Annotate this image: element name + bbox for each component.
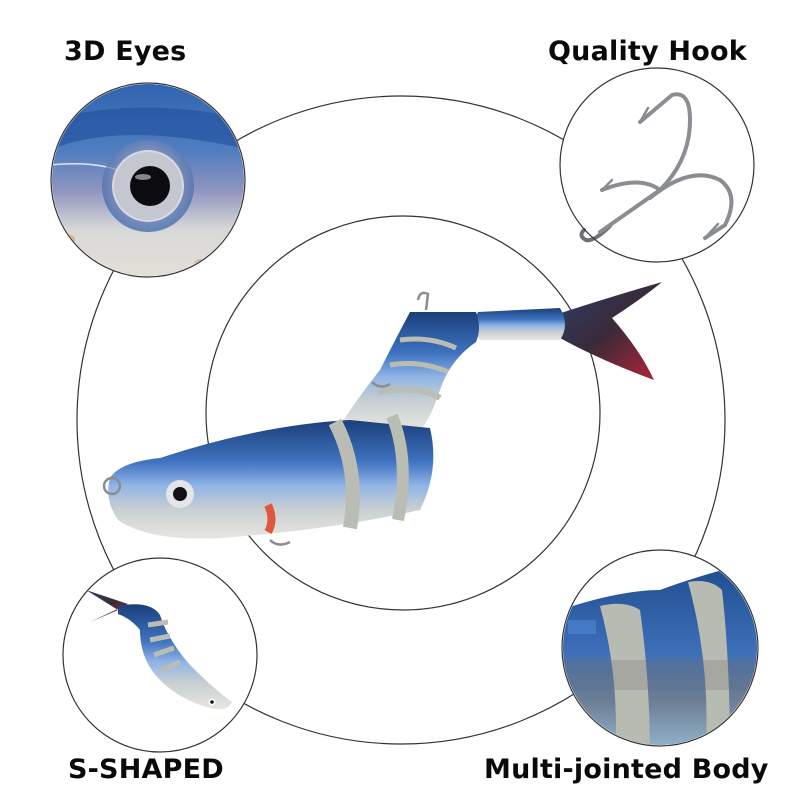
feature-label-eyes: 3D Eyes (64, 36, 187, 67)
jointed-body-closeup-image (563, 551, 757, 745)
inner-ring (205, 215, 601, 611)
feature-label-body: Multi-jointed Body (484, 754, 769, 785)
treble-hook-icon (579, 92, 734, 243)
s-shaped-lure-image (86, 590, 232, 710)
feature-label-shape: S-SHAPED (68, 754, 224, 785)
main-lure-image (102, 282, 662, 546)
eye-circle-border (50, 82, 246, 278)
multi-jointed-circle-border (561, 549, 759, 747)
s-shaped-circle-border (62, 557, 258, 753)
hook-circle-border (559, 67, 755, 263)
feature-label-hook: Quality Hook (548, 36, 747, 67)
outer-ring (76, 95, 726, 745)
